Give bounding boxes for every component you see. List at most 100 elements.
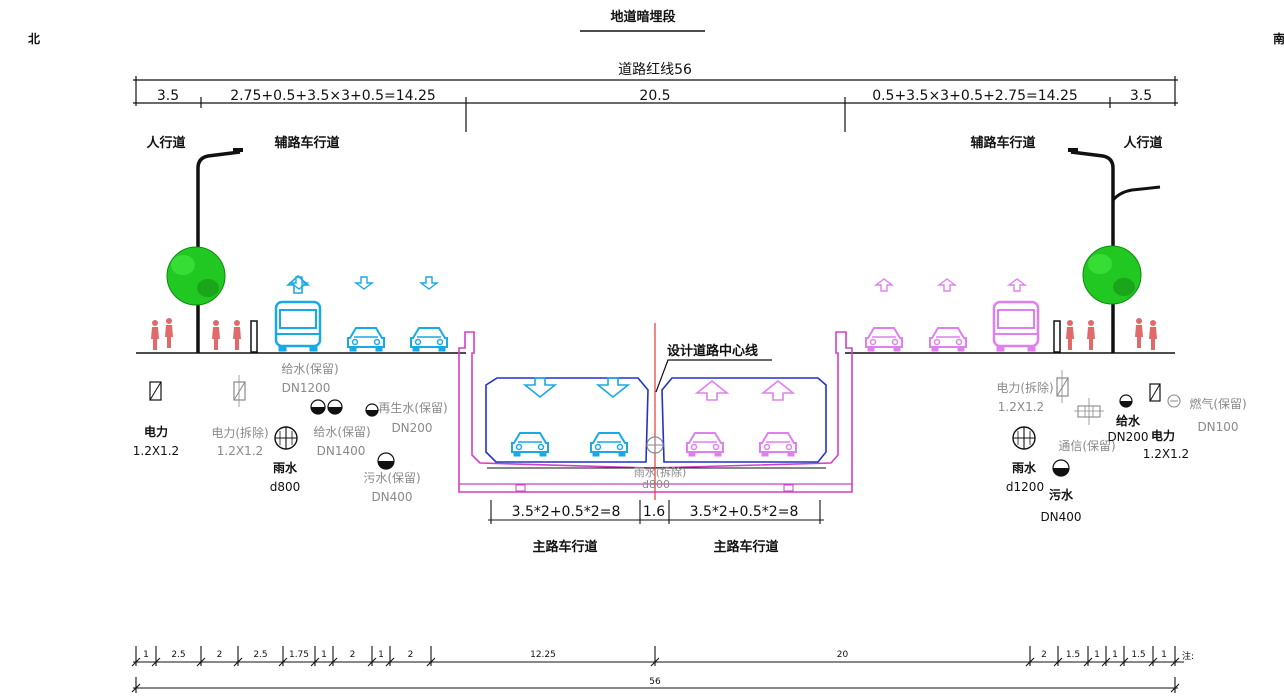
water-right-icon — [1119, 394, 1133, 408]
bottom-dim-slash — [151, 657, 161, 667]
reclaimed-water-left-icon — [365, 403, 379, 417]
bottom-dim-label: 1.5 — [1066, 650, 1080, 660]
bottom-dim-slash — [278, 657, 288, 667]
bottom-dim-label: 2 — [350, 650, 356, 660]
bottom-dim-label: 1.75 — [289, 650, 309, 660]
power-duct-left-1-icon — [149, 381, 162, 401]
top-dim-4: 0.5+3.5×3+0.5+2.75=14.25 — [872, 88, 1078, 104]
top-dim-2: 2.75+0.5+3.5×3+0.5=14.25 — [230, 88, 436, 104]
telecom-right-icon — [1074, 398, 1104, 425]
sewage-l-size: DN400 — [371, 490, 412, 504]
bottom-dim-label: 1 — [1094, 650, 1100, 660]
bottom-dim-slash — [1053, 657, 1063, 667]
bottom-dim-ticks — [131, 646, 1180, 667]
power-duct-right-1-icon — [1056, 370, 1069, 403]
bottom-dim-slash — [310, 657, 320, 667]
power-r2-name: 电力 — [1151, 428, 1175, 443]
tunnel-outer-structure — [458, 331, 853, 493]
bottom-dim-label: 1 — [143, 650, 149, 660]
tunnel-box-left — [485, 377, 649, 463]
aux-lane-left-label: 辅路车行道 — [274, 135, 339, 151]
bottom-dim-label: 2 — [217, 650, 223, 660]
bottom-dim-label: 1 — [378, 650, 384, 660]
water-l-name: 给水(保留) — [281, 362, 338, 376]
bottom-dim-slash — [328, 657, 338, 667]
bottom-dim-slash — [1083, 657, 1093, 667]
bottom-dim-slash — [1148, 657, 1158, 667]
rain-pipe-right-icon — [1012, 426, 1036, 450]
water-r-name: 给水 — [1116, 413, 1141, 428]
bottom-dim-slash — [1101, 657, 1111, 667]
bottom-dim-slash — [233, 657, 243, 667]
tunnel-box-right — [661, 377, 827, 463]
water2-l-size: DN1400 — [317, 444, 366, 458]
main-lane-right-label: 主路车行道 — [713, 539, 778, 555]
rain-mid-name: 雨水(拆除) — [634, 465, 687, 479]
top-dim-1: 3.5 — [157, 88, 179, 104]
top-dim-5: 3.5 — [1130, 88, 1152, 104]
water-r-size: DN200 — [1107, 430, 1148, 444]
rain-l-name: 雨水 — [273, 460, 298, 475]
sidewalk-right-label: 人行道 — [1123, 135, 1162, 151]
power-l1-name: 电力 — [144, 424, 168, 439]
main-lane-left-label: 主路车行道 — [532, 539, 597, 555]
bottom-dim-slash — [367, 657, 377, 667]
bottom-dim-labels: 1 2.5 2 2.5 1.75 1 2 1 2 12.25 20 2 1.5 1 1 1.5 1 — [143, 650, 1167, 660]
rain-l-size: d800 — [270, 480, 301, 494]
water-l-size: DN1200 — [282, 381, 331, 395]
water2-l-name: 给水(保留) — [313, 425, 370, 439]
bottom-dim-label: 2 — [408, 650, 414, 660]
south-label: 南 — [1273, 31, 1284, 46]
power-r1-name: 电力(拆除) — [996, 380, 1053, 395]
tree-right — [1082, 245, 1142, 305]
top-dim-3: 20.5 — [639, 88, 670, 104]
bottom-dim-slash — [385, 657, 395, 667]
aux-arrows-left — [288, 276, 440, 290]
bottom-dim-label: 20 — [837, 650, 849, 660]
tunnel-dim-mid: 1.6 — [643, 504, 665, 520]
telecom-r-name: 通信(保留) — [1058, 439, 1115, 453]
bottom-dim-slash — [1025, 657, 1035, 667]
gas-r-name: 燃气(保留) — [1189, 396, 1246, 411]
tunnel-cars-left — [511, 432, 628, 457]
bottom-dim-label: 2 — [1041, 650, 1047, 660]
sewage-l-name: 污水(保留) — [363, 471, 420, 485]
rain-r-name: 雨水 — [1012, 460, 1037, 475]
red-line-label: 道路红线56 — [618, 62, 692, 78]
bottom-dim-label: 2.5 — [171, 650, 185, 660]
bottom-dim-label: 1.5 — [1131, 650, 1145, 660]
tree-left — [166, 246, 226, 306]
aux-arrows-right — [873, 278, 1028, 292]
power-l2-size: 1.2X1.2 — [217, 444, 263, 458]
tunnel-cars-right — [686, 432, 797, 457]
reclaim-l-size: DN200 — [391, 421, 432, 435]
bottom-dim-label: 1 — [321, 650, 327, 660]
rain-pipe-mid-icon — [646, 436, 664, 454]
bottom-dim-label: 1 — [1112, 650, 1118, 660]
bottom-dim-label: 1 — [1161, 650, 1167, 660]
pedestrians-left — [151, 318, 241, 350]
water-pipes-left-icon — [310, 399, 343, 415]
street-light-left — [196, 150, 241, 353]
bottom-dim-slash — [426, 657, 436, 667]
sewage-r-name: 污水 — [1049, 487, 1074, 502]
power-l1-size: 1.2X1.2 — [133, 444, 179, 458]
bottom-dim-suffix: 注: — [1182, 650, 1194, 662]
aux-vehicles-right — [865, 300, 1040, 353]
power-r2-size: 1.2X1.2 — [1143, 447, 1189, 461]
north-label: 北 — [28, 31, 40, 46]
street-light-right — [1070, 150, 1115, 353]
power-duct-left-2-icon — [233, 375, 246, 407]
bottom-dim-slash — [1119, 657, 1129, 667]
bottom-dim-label: 12.25 — [530, 650, 556, 660]
sewage-r-size: DN400 — [1040, 510, 1081, 524]
bottom-dim-slash — [650, 657, 660, 667]
gas-right-icon — [1167, 394, 1181, 408]
total-dim-label: 56 — [649, 677, 661, 687]
centerline-label: 设计道路中心线 — [667, 343, 758, 359]
tunnel-dim-right: 3.5*2+0.5*2=8 — [690, 504, 799, 520]
rain-pipe-left-icon — [274, 426, 298, 450]
bottom-dim-label: 2.5 — [253, 650, 267, 660]
sidewalk-left-label: 人行道 — [146, 135, 185, 151]
tunnel-arrows-left — [522, 377, 631, 399]
